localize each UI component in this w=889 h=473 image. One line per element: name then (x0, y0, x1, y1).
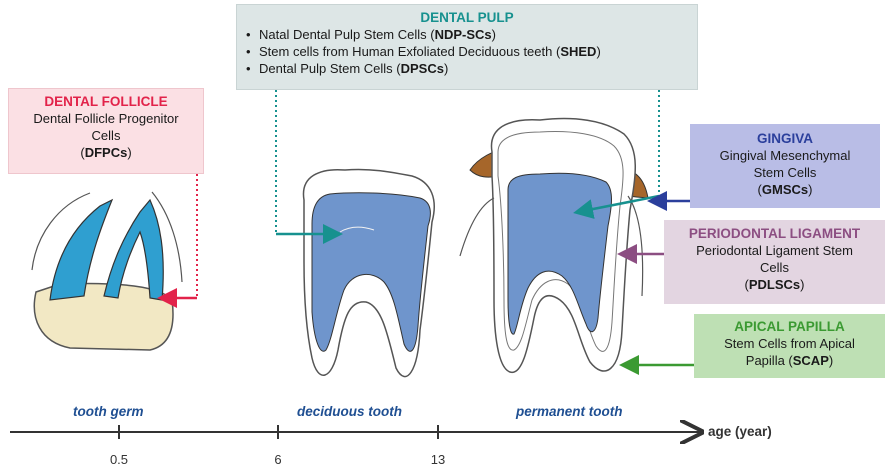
dental-follicle-abbr-line: (DFPCs) (9, 144, 203, 161)
periodontal-ligament-box: PERIODONTAL LIGAMENT Periodontal Ligamen… (664, 220, 885, 304)
list-item: Dental Pulp Stem Cells (DPSCs) (259, 60, 689, 77)
periodontal-ligament-line1: Periodontal Ligament Stem (664, 242, 885, 259)
tick-label-6: 6 (258, 452, 298, 467)
gingiva-line1: Gingival Mesenchymal (690, 147, 880, 164)
stage-label-tooth-germ: tooth germ (73, 404, 144, 419)
dental-follicle-line1: Dental Follicle Progenitor (9, 110, 203, 127)
apical-papilla-line2: Papilla (SCAP) (694, 352, 885, 369)
dental-follicle-title: DENTAL FOLLICLE (9, 93, 203, 110)
follicle-connector (162, 174, 197, 298)
age-axis (10, 425, 700, 439)
tick-label-0.5: 0.5 (99, 452, 139, 467)
dental-follicle-box: DENTAL FOLLICLE Dental Follicle Progenit… (8, 88, 204, 174)
tick-label-13: 13 (418, 452, 458, 467)
apical-papilla-line1: Stem Cells from Apical (694, 335, 885, 352)
list-item: Stem cells from Human Exfoliated Deciduo… (259, 43, 689, 60)
dental-pulp-box: DENTAL PULP Natal Dental Pulp Stem Cells… (236, 4, 698, 90)
dental-pulp-list: Natal Dental Pulp Stem Cells (NDP-SCs) S… (245, 26, 689, 77)
periodontal-ligament-title: PERIODONTAL LIGAMENT (664, 225, 885, 242)
apical-papilla-box: APICAL PAPILLA Stem Cells from Apical Pa… (694, 314, 885, 378)
apical-papilla-title: APICAL PAPILLA (694, 318, 885, 335)
gingiva-title: GINGIVA (690, 130, 880, 147)
gingiva-line2: Stem Cells (690, 164, 880, 181)
stage-label-permanent: permanent tooth (516, 404, 623, 419)
gingiva-box: GINGIVA Gingival Mesenchymal Stem Cells … (690, 124, 880, 208)
deciduous-tooth-illustration (303, 169, 434, 376)
stage-label-deciduous: deciduous tooth (297, 404, 402, 419)
periodontal-ligament-line2: Cells (664, 259, 885, 276)
periodontal-ligament-abbr-line: (PDLSCs) (664, 276, 885, 293)
dental-pulp-title: DENTAL PULP (245, 9, 689, 26)
tooth-germ-illustration (32, 192, 182, 350)
permanent-tooth-illustration (460, 119, 648, 373)
axis-label: age (year) (708, 424, 772, 439)
list-item: Natal Dental Pulp Stem Cells (NDP-SCs) (259, 26, 689, 43)
dental-follicle-line2: Cells (9, 127, 203, 144)
gingiva-abbr-line: (GMSCs) (690, 181, 880, 198)
